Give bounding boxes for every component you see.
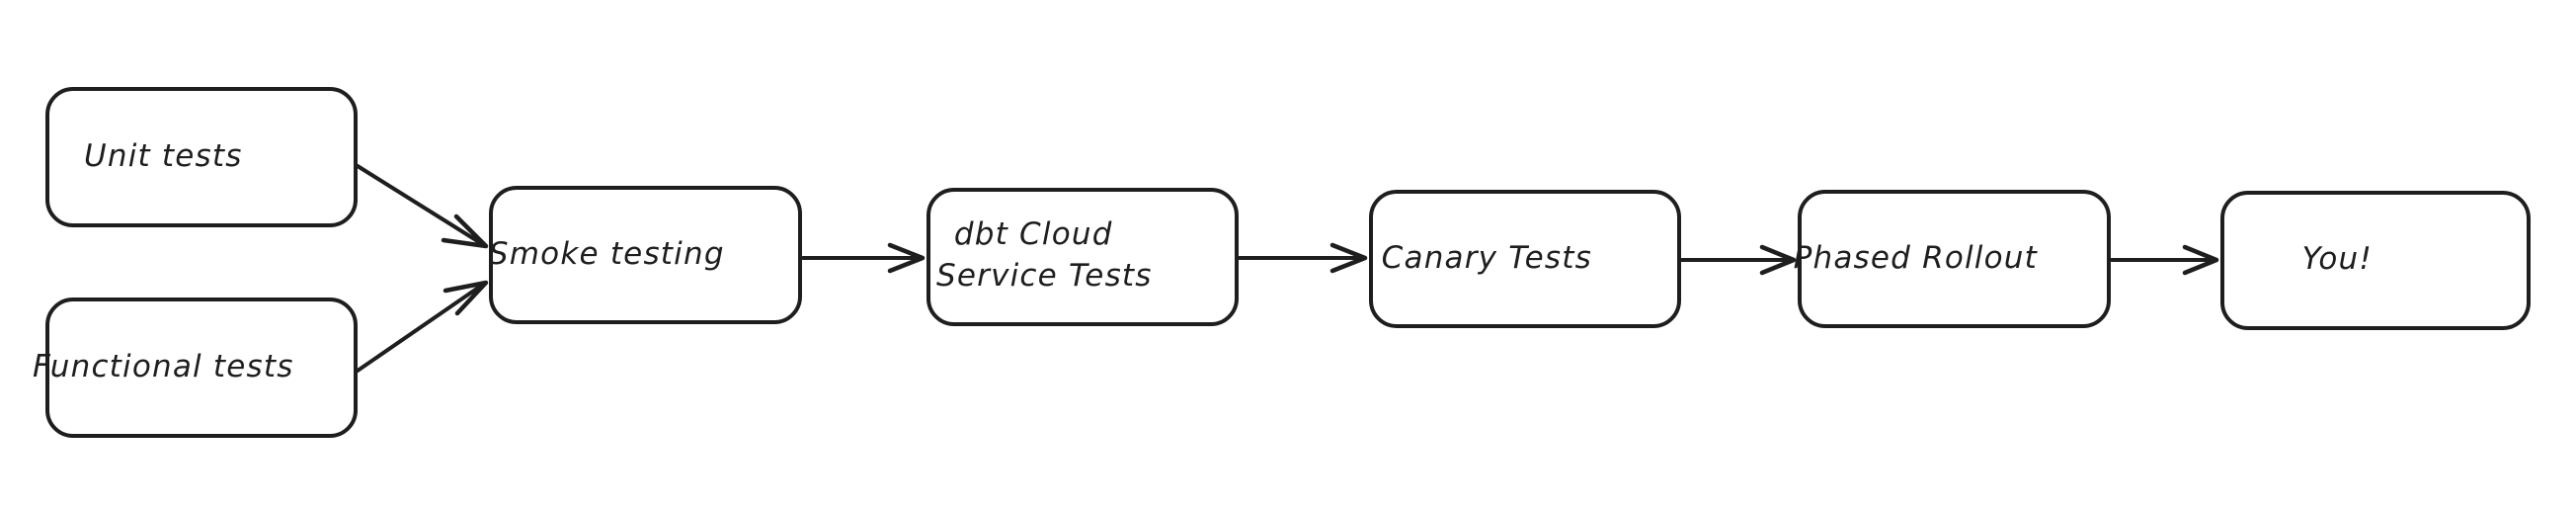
edge-phased-to-you <box>2110 244 2219 276</box>
edge-line <box>356 164 486 247</box>
node-smoke-testing[interactable]: Smoke testing <box>489 175 802 324</box>
node-label-you: You! <box>2302 180 2450 277</box>
node-dbt-cloud-service-tests[interactable]: dbt Cloud Service Tests <box>926 155 1239 326</box>
node-shape[interactable] <box>1798 190 2111 328</box>
node-functional-tests[interactable]: Functional tests <box>33 288 370 438</box>
edge-dbt-to-canary <box>1238 242 1368 274</box>
node-label-phased-rollout: Phased Rollout <box>1794 179 2115 276</box>
arrowhead-icon <box>887 242 926 274</box>
node-label-unit-tests: Unit tests <box>84 77 319 174</box>
edge-functional-to-smoke <box>356 280 489 373</box>
node-unit-tests[interactable]: Unit tests <box>45 77 358 227</box>
arrowhead-icon <box>2182 244 2219 276</box>
node-shape[interactable] <box>45 298 358 438</box>
node-canary-tests[interactable]: Canary Tests <box>1369 179 1681 328</box>
edge-unit-to-smoke <box>356 164 489 249</box>
arrowhead-icon <box>1759 244 1797 276</box>
node-shape[interactable] <box>1369 190 1681 328</box>
node-shape[interactable] <box>926 188 1239 326</box>
node-shape[interactable] <box>2220 191 2531 330</box>
edge-smoke-to-dbt <box>801 242 926 274</box>
node-label-dbt-cloud-service-tests: dbt Cloud Service Tests <box>936 155 1229 294</box>
node-you[interactable]: You! <box>2220 180 2531 330</box>
node-shape[interactable] <box>45 87 358 227</box>
arrowhead-icon <box>1329 242 1368 274</box>
node-label-functional-tests: Functional tests <box>33 288 370 384</box>
node-shape[interactable] <box>489 186 802 324</box>
arrowhead-icon <box>443 280 489 316</box>
edge-line <box>356 282 486 373</box>
edge-canary-to-phased <box>1680 244 1797 276</box>
node-phased-rollout[interactable]: Phased Rollout <box>1794 179 2115 328</box>
node-label-smoke-testing: Smoke testing <box>489 175 801 272</box>
node-label-canary-tests: Canary Tests <box>1382 179 1669 276</box>
arrowhead-icon <box>441 213 489 249</box>
